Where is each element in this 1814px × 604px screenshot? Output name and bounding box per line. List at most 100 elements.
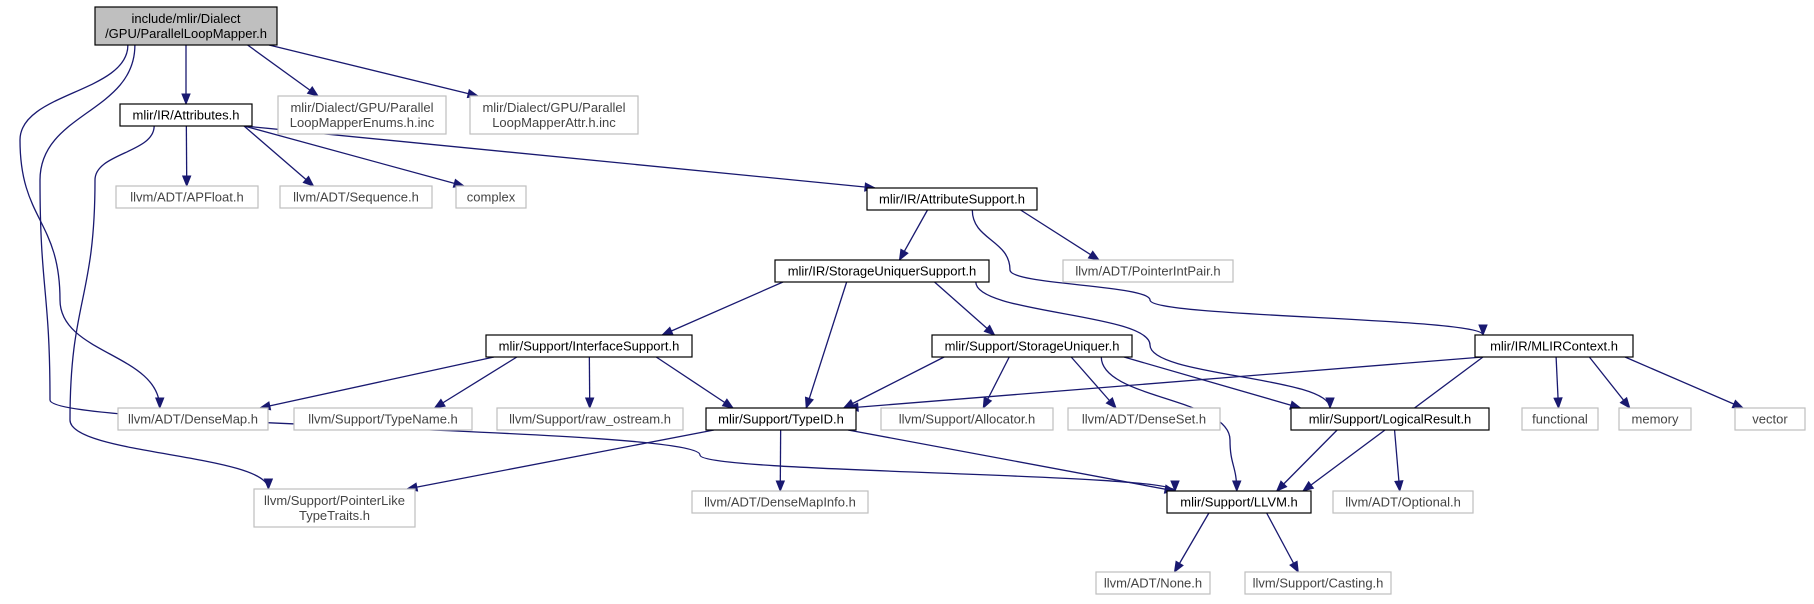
edge-mlircontext-to-functional xyxy=(1553,356,1563,410)
node-box xyxy=(1166,490,1312,514)
node-label: mlir/IR/StorageUniquerSupport.h xyxy=(788,264,977,279)
edge-storageuniquersupport-to-interfacesupport xyxy=(661,281,784,336)
node-box xyxy=(469,95,639,135)
node-interfacesupport[interactable]: mlir/Support/InterfaceSupport.h xyxy=(485,334,693,358)
edge-line xyxy=(975,281,1331,409)
node-box xyxy=(1618,407,1692,431)
edge-line xyxy=(843,356,945,409)
node-attributes[interactable]: mlir/IR/Attributes.h xyxy=(119,103,253,127)
edge-typeid-to-pointerlike xyxy=(405,429,715,492)
edge-attributes-to-apfloat xyxy=(181,125,192,188)
edge-line xyxy=(1276,429,1338,492)
node-label: llvm/ADT/DenseSet.h xyxy=(1082,412,1206,427)
edge-attrsupport-to-pointerintpair xyxy=(1020,209,1101,261)
node-densemapinfo: llvm/ADT/DenseMapInfo.h xyxy=(691,490,869,514)
node-box xyxy=(94,6,278,46)
node-box xyxy=(1095,571,1211,595)
node-label: llvm/ADT/PointerIntPair.h xyxy=(1075,264,1220,279)
edge-logicalresult-to-llvm_h xyxy=(1275,429,1338,492)
edge-arrowhead xyxy=(1105,396,1117,410)
edge-arrowhead xyxy=(584,397,595,410)
edge-root-to-enums_inc xyxy=(247,44,320,97)
node-storageuniquersupport[interactable]: mlir/IR/StorageUniquerSupport.h xyxy=(774,259,990,283)
node-pointerintpair: llvm/ADT/PointerIntPair.h xyxy=(1062,259,1234,283)
edge-arrowhead xyxy=(1553,397,1563,410)
node-label: mlir/IR/MLIRContext.h xyxy=(1490,339,1618,354)
node-box xyxy=(705,407,857,431)
edge-line xyxy=(1588,356,1631,409)
node-casting: llvm/Support/Casting.h xyxy=(1244,571,1392,595)
edge-line xyxy=(847,356,1484,409)
node-box xyxy=(279,185,433,209)
edge-arrowhead xyxy=(898,248,909,262)
node-root[interactable]: include/mlir/Dialect/GPU/ParallelLoopMap… xyxy=(94,6,278,46)
node-functional: functional xyxy=(1521,407,1599,431)
edge-line xyxy=(69,125,270,490)
edge-interfacesupport-to-densemap xyxy=(258,356,495,411)
edge-arrowhead xyxy=(1478,324,1488,337)
edge-line xyxy=(243,125,314,187)
edge-attributes-to-attrsupport xyxy=(243,125,877,192)
edge-llvm_h-to-none xyxy=(1173,512,1210,574)
edge-line xyxy=(259,356,495,409)
edge-line xyxy=(1123,356,1301,409)
edge-arrowhead xyxy=(1325,397,1335,410)
node-box xyxy=(931,334,1133,358)
node-label: complex xyxy=(467,190,516,205)
node-logicalresult[interactable]: mlir/Support/LogicalResult.h xyxy=(1290,407,1490,431)
edge-attributes-to-pointerlike xyxy=(69,125,274,491)
edge-line xyxy=(1020,209,1100,261)
edge-interfacesupport-to-typename xyxy=(433,356,518,409)
node-label: memory xyxy=(1632,412,1679,427)
node-storageuniquer[interactable]: mlir/Support/StorageUniquer.h xyxy=(931,334,1133,358)
node-attrsupport[interactable]: mlir/IR/AttributeSupport.h xyxy=(866,187,1038,211)
edge-typeid-to-densemapinfo xyxy=(775,429,786,493)
edge-attrsupport-to-mlircontext xyxy=(971,209,1488,337)
node-box xyxy=(119,103,253,127)
edge-storageuniquer-to-logicalresult xyxy=(1123,356,1302,410)
edge-arrowhead xyxy=(1275,480,1288,492)
edge-arrowhead xyxy=(661,326,674,336)
node-label: mlir/IR/Attributes.h xyxy=(133,108,240,123)
edge-arrowhead xyxy=(1087,250,1101,261)
node-label: TypeTraits.h xyxy=(299,508,370,523)
nodes-layer: include/mlir/Dialect/GPU/ParallelLoopMap… xyxy=(94,6,1806,595)
node-mlircontext[interactable]: mlir/IR/MLIRContext.h xyxy=(1474,334,1634,358)
edge-logicalresult-to-optional xyxy=(1393,429,1404,493)
edge-line xyxy=(1070,356,1117,409)
edge-line xyxy=(655,356,734,409)
node-typeid[interactable]: mlir/Support/TypeID.h xyxy=(705,407,857,431)
edge-mlircontext-to-memory xyxy=(1588,356,1631,410)
edge-mlircontext-to-vector xyxy=(1624,356,1745,409)
node-label: llvm/Support/TypeName.h xyxy=(308,412,458,427)
node-sequence: llvm/ADT/Sequence.h xyxy=(279,185,433,209)
node-label: llvm/ADT/Sequence.h xyxy=(293,190,419,205)
node-box xyxy=(1290,407,1490,431)
edge-arrowhead xyxy=(721,398,735,409)
node-label: llvm/ADT/DenseMap.h xyxy=(128,412,258,427)
edge-line xyxy=(805,281,848,409)
node-box xyxy=(293,407,473,431)
node-box xyxy=(1062,259,1234,283)
node-llvm_h[interactable]: mlir/Support/LLVM.h xyxy=(1166,490,1312,514)
edge-arrowhead xyxy=(433,398,446,409)
node-label: mlir/Dialect/GPU/Parallel xyxy=(290,100,433,115)
node-box xyxy=(880,407,1054,431)
node-box xyxy=(485,334,693,358)
edge-line xyxy=(268,44,479,97)
node-label: /GPU/ParallelLoopMapper.h xyxy=(105,26,267,41)
edge-root-to-attributes xyxy=(181,45,191,106)
edge-root-to-attr_inc xyxy=(268,44,480,99)
node-label: mlir/Support/StorageUniquer.h xyxy=(945,339,1120,354)
node-box xyxy=(1067,407,1221,431)
node-label: llvm/ADT/None.h xyxy=(1104,576,1202,591)
node-label: llvm/Support/PointerLike xyxy=(264,493,405,508)
edge-arrowhead xyxy=(1394,480,1404,493)
node-box xyxy=(115,185,259,209)
edge-line xyxy=(243,125,876,189)
edge-storageuniquersupport-to-typeid xyxy=(804,281,848,410)
edge-typeid-to-llvm_h xyxy=(847,429,1177,494)
node-label: llvm/ADT/Optional.h xyxy=(1345,495,1461,510)
